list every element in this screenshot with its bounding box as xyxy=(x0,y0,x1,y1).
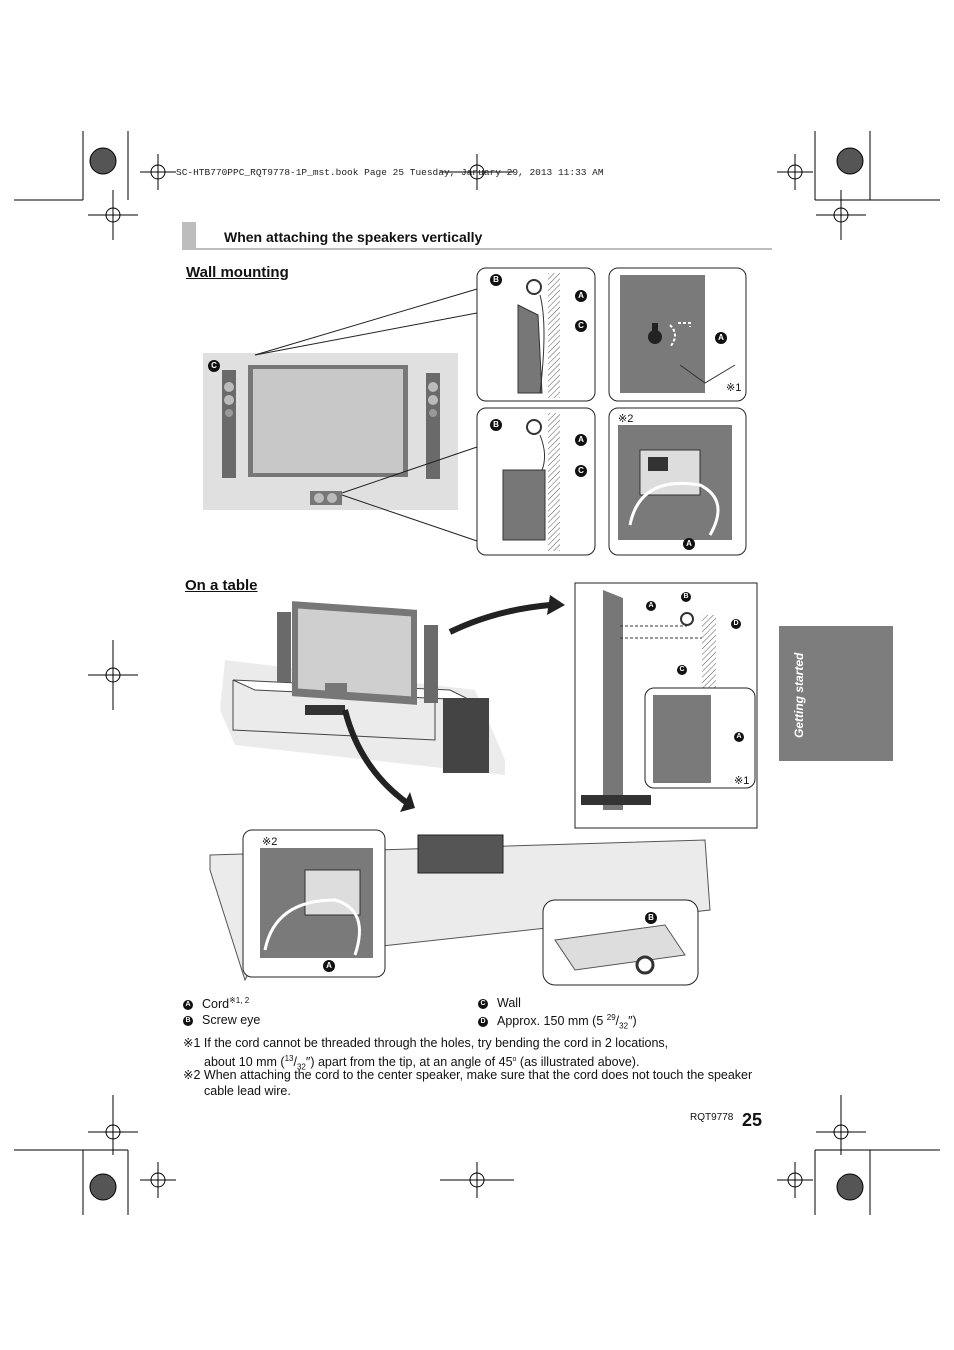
label-a-badge: A xyxy=(646,601,656,611)
side-tab-label: Getting started xyxy=(792,652,806,738)
note-2: ※2 When attaching the cord to the center… xyxy=(183,1067,783,1099)
label-b-badge: B xyxy=(645,912,657,924)
legend-d-text: Approx. 150 mm (5 xyxy=(497,1014,607,1029)
section-rule xyxy=(196,248,772,250)
legend-d-frac-num: 29 xyxy=(606,1013,616,1022)
legend-a-sup: ※1, 2 xyxy=(229,996,250,1005)
legend-b: B Screw eye xyxy=(183,1013,260,1027)
section-tab xyxy=(182,222,196,250)
page-number: 25 xyxy=(742,1110,763,1130)
label-b-badge: B xyxy=(490,274,502,286)
note-1-line2b: ″) apart from the tip, at an angle of 45 xyxy=(305,1055,513,1070)
note1-mark: ※1 xyxy=(726,382,742,394)
note-2-line2: cable lead wire. xyxy=(204,1084,291,1098)
label-b-badge: B xyxy=(490,419,502,431)
legend-b-badge: B xyxy=(183,1015,193,1026)
label-c-badge: C xyxy=(208,360,220,372)
label-c-badge: C xyxy=(575,320,587,332)
note-1-line2a: about 10 mm ( xyxy=(204,1055,285,1070)
legend-b-text: Screw eye xyxy=(202,1013,261,1027)
label-a-badge: A xyxy=(734,732,744,742)
note-1: ※1 If the cord cannot be threaded throug… xyxy=(183,1036,669,1072)
note-1-frac-num: 13 xyxy=(284,1054,294,1063)
note-1-deg: o xyxy=(512,1056,517,1063)
legend-d-frac-den: 32 xyxy=(619,1021,629,1031)
note-2-mark: ※2 xyxy=(183,1068,201,1082)
note-1-mark: ※1 xyxy=(183,1036,201,1050)
label-a-badge: A xyxy=(575,434,587,446)
note2-mark: ※2 xyxy=(262,836,278,848)
label-a-badge: A xyxy=(683,538,695,550)
note-1-line2c: (as illustrated above). xyxy=(516,1055,640,1070)
legend-d-badge: D xyxy=(478,1016,488,1027)
label-a-badge: A xyxy=(715,332,727,344)
section-title: When attaching the speakers vertically xyxy=(224,229,483,245)
legend-a: A Cord※1, 2 xyxy=(183,996,249,1011)
wall-mounting-illustration xyxy=(203,267,747,556)
legend-a-badge: A xyxy=(183,999,193,1010)
legend-a-text: Cord xyxy=(202,997,230,1012)
print-header: SC-HTB770PPC_RQT9778-1P_mst.book Page 25… xyxy=(176,167,604,178)
model-code: RQT9778 xyxy=(690,1112,734,1123)
note1-mark: ※1 xyxy=(734,775,750,787)
label-a-badge: A xyxy=(575,290,587,302)
legend-c-badge: C xyxy=(478,998,488,1009)
legend-c-text: Wall xyxy=(497,996,521,1010)
note-1-line1: If the cord cannot be threaded through t… xyxy=(203,1036,669,1050)
label-b-badge: B xyxy=(681,592,691,602)
on-a-table-illustration xyxy=(209,582,758,986)
legend-c: C Wall xyxy=(478,996,521,1010)
wall-mounting-heading: Wall mounting xyxy=(186,264,289,281)
note-2-line1: When attaching the cord to the center sp… xyxy=(203,1068,753,1082)
note2-mark: ※2 xyxy=(618,413,634,425)
on-a-table-heading: On a table xyxy=(185,577,258,594)
label-a-badge: A xyxy=(323,960,335,972)
note-1-frac-den: 32 xyxy=(296,1062,306,1072)
section-header: When attaching the speakers vertically xyxy=(182,222,772,250)
label-c-badge: C xyxy=(677,665,687,675)
label-d-badge: D xyxy=(731,619,741,629)
legend-d-tail: ″) xyxy=(628,1014,637,1029)
label-c-badge: C xyxy=(575,465,587,477)
side-tab: Getting started xyxy=(779,626,893,761)
